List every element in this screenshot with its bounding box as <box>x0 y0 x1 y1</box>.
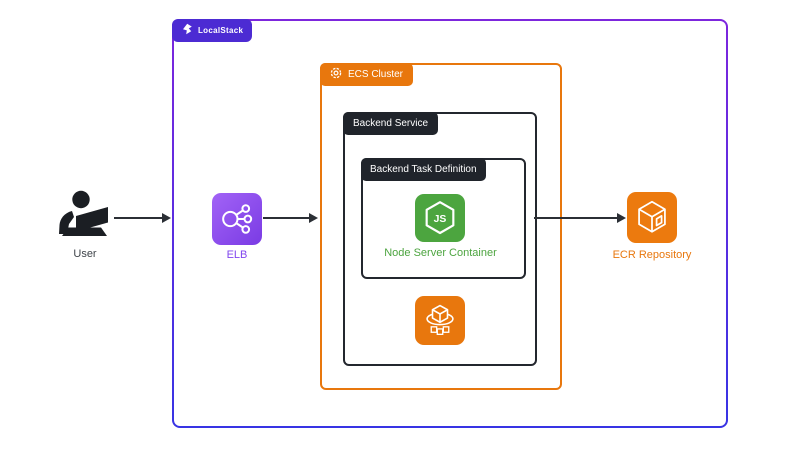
ecs-cluster-ring-icon <box>330 66 342 84</box>
elb-label: ELB <box>226 249 248 261</box>
load-balancer-icon <box>212 193 262 245</box>
arrowhead-backend-service-to-ecr <box>617 213 626 223</box>
ecr-repository-label: ECR Repository <box>612 249 692 261</box>
ecs-service-icon <box>415 296 465 345</box>
backend-task-definition-tab: Backend Task Definition <box>361 158 486 181</box>
ecr-box-icon <box>627 192 677 243</box>
arrowhead-user-to-localstack <box>162 213 171 223</box>
svg-text:JS: JS <box>434 214 447 225</box>
arrow-backend-service-to-ecr <box>534 217 617 219</box>
arrow-user-to-localstack <box>114 217 162 219</box>
ecs-cluster-tab: ECS Cluster <box>320 63 414 86</box>
backend-service-tab: Backend Service <box>343 112 439 135</box>
backend-service-label: Backend Service <box>353 118 429 129</box>
ecs-cluster-label: ECS Cluster <box>348 69 404 80</box>
localstack-logo-icon <box>181 22 193 40</box>
arrow-elb-to-ecs-cluster <box>263 217 309 219</box>
user-label: User <box>73 248 97 260</box>
user-at-laptop-icon <box>56 190 114 242</box>
localstack-label: LocalStack <box>198 26 244 35</box>
node-server-container-label: Node Server Container <box>384 247 497 259</box>
backend-task-definition-label: Backend Task Definition <box>370 164 477 175</box>
nodejs-hexagon-icon: JS <box>415 194 465 242</box>
arrowhead-elb-to-ecs-cluster <box>309 213 318 223</box>
localstack-tab: LocalStack <box>172 19 253 42</box>
